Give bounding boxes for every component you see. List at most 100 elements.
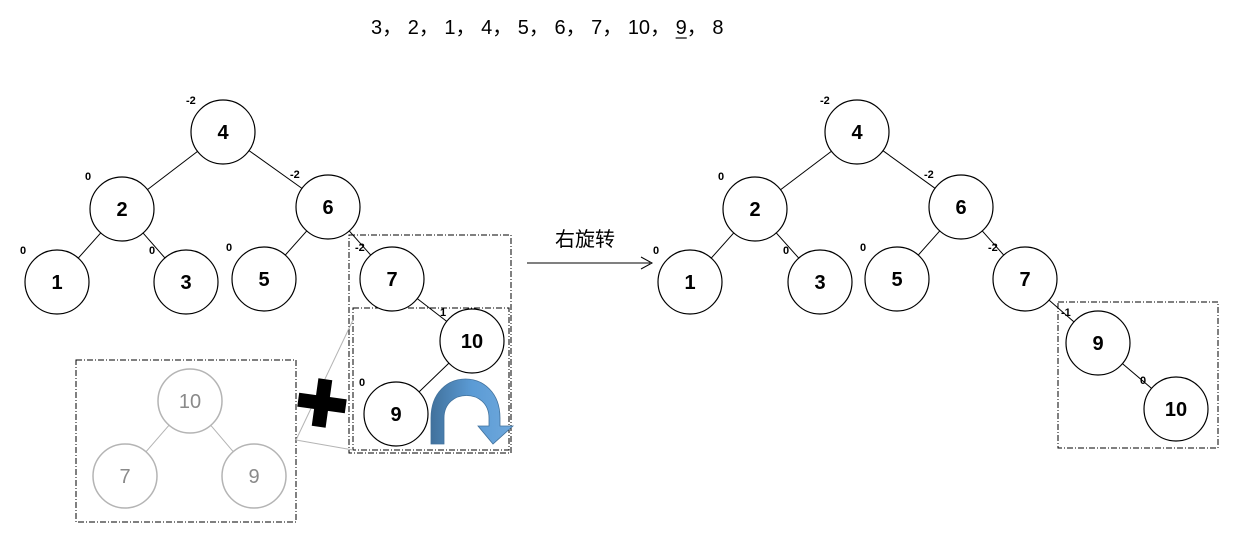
right-node-6: 6 -2	[924, 169, 994, 240]
faded-node-10: 10	[157, 368, 223, 434]
right-edge-6-7	[981, 230, 1005, 256]
left-edge-4-6	[248, 150, 303, 189]
left-node-circle	[89, 176, 155, 242]
faded-node-label: 7	[119, 466, 130, 488]
left-node-circle	[153, 249, 219, 315]
left-node-1: 10	[20, 245, 90, 315]
left-node-label: 4	[217, 122, 229, 144]
right-node-label: 2	[749, 199, 760, 221]
right-node-10: 10 0	[1140, 375, 1209, 442]
right-node-label: 1	[684, 272, 695, 294]
faded-node-label: 10	[179, 391, 201, 413]
left-balance-factor: 0	[359, 377, 365, 389]
box-connector-line	[295, 439, 354, 451]
right-balance-factor: -2	[924, 169, 934, 181]
right-node-circle	[824, 99, 890, 165]
right-node-circle	[722, 176, 788, 242]
plus-icon	[297, 378, 347, 428]
left-node-5: 50	[226, 242, 297, 312]
sequence-item: 8	[712, 17, 723, 39]
right-node-circle	[657, 249, 723, 315]
left-node-label: 1	[51, 272, 62, 294]
sequence-item: 5	[518, 17, 529, 39]
sequence-item: 7	[591, 17, 602, 39]
left-node-6: 6-2	[290, 169, 361, 240]
left-edge-6-5	[284, 230, 308, 256]
right-balance-factor: 0	[653, 245, 659, 257]
left-node-9: 90	[359, 377, 429, 447]
sequence-separator: ，	[602, 17, 628, 39]
left-balance-factor: 0	[20, 245, 26, 257]
left-node-circle	[359, 246, 425, 312]
right-node-label: 9	[1092, 333, 1103, 355]
left-node-label: 9	[390, 404, 401, 426]
sequence-item: 2	[408, 17, 419, 39]
right-node-circle	[928, 174, 994, 240]
left-node-3: 30	[149, 245, 219, 315]
right-node-label: 10	[1165, 399, 1187, 421]
left-node-circle	[190, 99, 256, 165]
right-node-2: 20	[718, 171, 788, 242]
left-balance-factor: 1	[440, 307, 446, 319]
sequence-item: 1	[444, 17, 455, 39]
right-node-5: 50	[860, 242, 930, 312]
left-node-4: 4 -2	[186, 95, 256, 165]
faded-node-9: 9	[221, 443, 287, 509]
left-node-circle	[439, 308, 505, 374]
faded-node-circle	[221, 443, 287, 509]
left-edge-10-9	[418, 362, 450, 393]
rotate-right-arrow-icon	[430, 378, 515, 445]
subtree-box-outer	[348, 234, 512, 454]
left-edge-2-3	[142, 232, 166, 259]
right-edge-6-5	[917, 230, 941, 256]
sequence-item: 3	[371, 17, 382, 39]
left-balance-factor: -2	[186, 95, 196, 107]
faded-node-label: 9	[248, 466, 259, 488]
sequence-item: 10	[628, 17, 650, 39]
left-edge-4-2	[147, 151, 198, 190]
sequence-separator: ，	[566, 17, 592, 39]
faded-edge-10-9	[210, 425, 234, 452]
sequence-item: 4	[481, 17, 492, 39]
left-node-circle	[231, 246, 297, 312]
right-balance-factor: 0	[1140, 375, 1146, 387]
right-balance-factor: 0	[718, 171, 724, 183]
faded-subtree-edges	[145, 424, 234, 453]
left-balance-factor: -2	[355, 242, 365, 254]
right-node-circle	[1143, 376, 1209, 442]
sequence-separator: ，	[456, 17, 482, 39]
faded-edge-10-7	[145, 424, 170, 453]
right-node-label: 4	[851, 122, 863, 144]
right-edge-4-2	[780, 150, 832, 191]
right-balance-factor: -2	[988, 242, 998, 254]
left-node-label: 3	[180, 272, 191, 294]
faded-node-7: 7	[92, 443, 158, 509]
left-balance-factor: 0	[226, 242, 232, 254]
left-edge-2-1	[77, 232, 102, 259]
left-balance-factor: 0	[149, 245, 155, 257]
sequence-separator: ，	[650, 17, 676, 39]
left-node-label: 2	[116, 199, 127, 221]
faded-node-circle	[157, 368, 223, 434]
right-node-label: 3	[814, 272, 825, 294]
left-edge-7-10	[416, 298, 448, 322]
insertion-sequence: 3， 2， 1， 4， 5， 6， 7， 10， 9， 8	[371, 17, 723, 39]
right-edge-2-3	[775, 232, 800, 259]
right-edge-2-1	[710, 232, 735, 259]
left-node-label: 6	[322, 197, 333, 219]
left-node-label: 7	[386, 269, 397, 291]
operation-label: 右旋转	[555, 228, 615, 251]
right-balance-factor: -2	[820, 95, 830, 107]
sequence-separator: ，	[687, 17, 713, 39]
left-node-circle	[295, 174, 361, 240]
right-node-label: 5	[891, 269, 902, 291]
right-node-1: 10	[653, 245, 723, 315]
right-node-label: 6	[955, 197, 966, 219]
right-balance-factor: 0	[783, 245, 789, 257]
faded-subtree-nodes: 7 9 10	[92, 368, 287, 509]
left-tree-edges	[77, 150, 450, 393]
right-node-circle	[992, 246, 1058, 312]
